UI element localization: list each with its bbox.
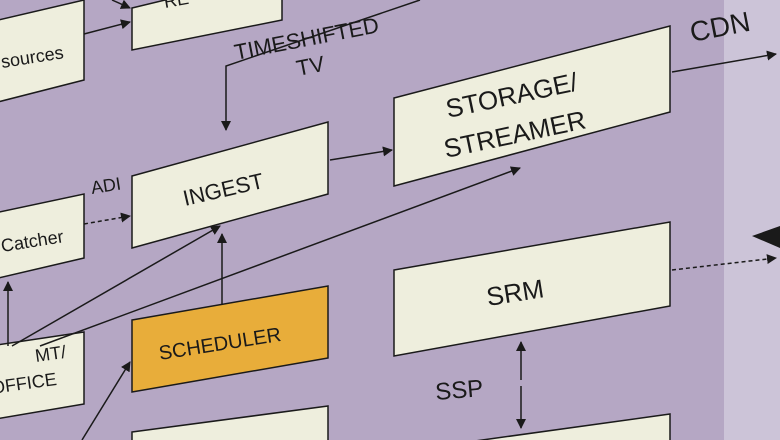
bottom-partial-box-left — [131, 405, 329, 440]
catcher-box: Catcher — [0, 193, 85, 279]
scheduler-box: SCHEDULER — [131, 285, 329, 393]
connector-to-scheduler — [81, 361, 131, 440]
right-panel — [724, 0, 780, 440]
right-edge-arrowhead — [752, 226, 780, 248]
connector-srm-dashed — [671, 254, 777, 271]
connector-timeshifted-loop — [221, 0, 421, 131]
sources-box: sources — [0, 0, 85, 103]
timeshifted-label-line2: TV — [294, 51, 327, 81]
adi-label: ADI — [89, 174, 122, 198]
connector-mt-to-ingest — [11, 225, 221, 347]
connector-sources-to-top — [83, 19, 131, 35]
ingest-box: INGEST — [131, 121, 329, 249]
connector-ingest-to-storage — [329, 146, 393, 161]
top-partial-box: RE — [131, 0, 283, 51]
ssp-label: SSP — [434, 375, 484, 406]
connector-mt-to-storage — [39, 166, 521, 347]
connector-top-edge — [111, 0, 131, 9]
storage-streamer-box: STORAGE/ STREAMER — [393, 25, 671, 187]
connector-adi — [83, 212, 131, 225]
srm-box: SRM — [393, 221, 671, 357]
connector-storage-to-cdn — [671, 50, 777, 73]
bottom-partial-box-right — [476, 413, 671, 440]
top-partial-label: RE — [162, 0, 190, 12]
mt-office-label-line1: MT/ — [34, 342, 67, 366]
mt-office-box: MT/ OFFICE — [0, 331, 85, 420]
